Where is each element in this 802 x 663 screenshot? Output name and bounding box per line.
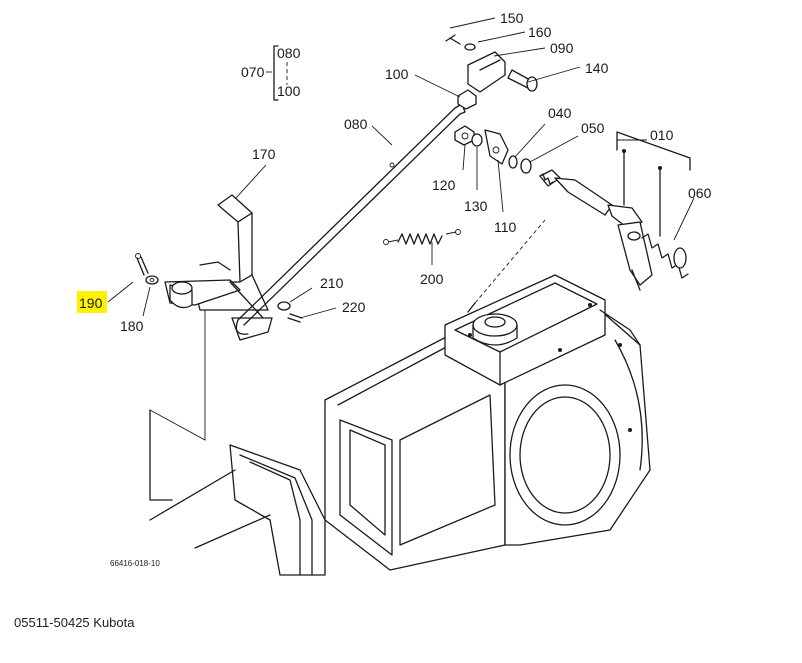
washer-210 bbox=[277, 301, 291, 311]
callout-150: 150 bbox=[500, 10, 524, 26]
bracket-070 bbox=[273, 45, 279, 101]
callout-010: 010 bbox=[650, 127, 674, 143]
cotter-pin-190 bbox=[135, 253, 149, 276]
washer-050 bbox=[520, 158, 532, 174]
callout-160: 160 bbox=[528, 24, 552, 40]
callout-050: 050 bbox=[581, 120, 605, 136]
callout-200: 200 bbox=[420, 271, 444, 287]
parts-diagram: 150 160 090 140 100 080 040 050 010 060 … bbox=[77, 10, 712, 576]
spring-200 bbox=[383, 229, 461, 245]
washer-040 bbox=[508, 155, 518, 169]
highlight-190 bbox=[77, 291, 107, 313]
spring-060 bbox=[641, 233, 689, 279]
leader-lines bbox=[107, 17, 695, 319]
pedal-part-170 bbox=[164, 194, 273, 341]
callout-180: 180 bbox=[120, 318, 144, 334]
upper-linkage bbox=[445, 34, 538, 165]
part-caption: 05511-50425 Kubota bbox=[14, 615, 135, 630]
callout-070: 070 bbox=[241, 64, 265, 80]
callout-140: 140 bbox=[585, 60, 609, 76]
callout-100-bracket: 100 bbox=[277, 83, 301, 99]
pin-220 bbox=[287, 313, 303, 323]
transmission-case bbox=[149, 274, 651, 576]
callout-040: 040 bbox=[548, 105, 572, 121]
callout-100-right: 100 bbox=[385, 66, 409, 82]
callout-170: 170 bbox=[252, 146, 276, 162]
drawing-number: 66416-018-10 bbox=[110, 559, 160, 568]
callout-130: 130 bbox=[464, 198, 488, 214]
bracket-010 bbox=[616, 131, 691, 171]
callout-060: 060 bbox=[688, 185, 712, 201]
callout-090: 090 bbox=[550, 40, 574, 56]
callout-220: 220 bbox=[342, 299, 366, 315]
pedal-guide-lines bbox=[149, 310, 206, 441]
shift-rod-010 bbox=[539, 169, 653, 291]
washer-180 bbox=[145, 275, 159, 285]
callout-080-bracket: 080 bbox=[277, 45, 301, 61]
callout-120: 120 bbox=[432, 177, 456, 193]
callout-080-rod: 080 bbox=[344, 116, 368, 132]
callout-190: 190 bbox=[79, 295, 103, 311]
callout-210: 210 bbox=[320, 275, 344, 291]
callout-110: 110 bbox=[494, 219, 517, 235]
